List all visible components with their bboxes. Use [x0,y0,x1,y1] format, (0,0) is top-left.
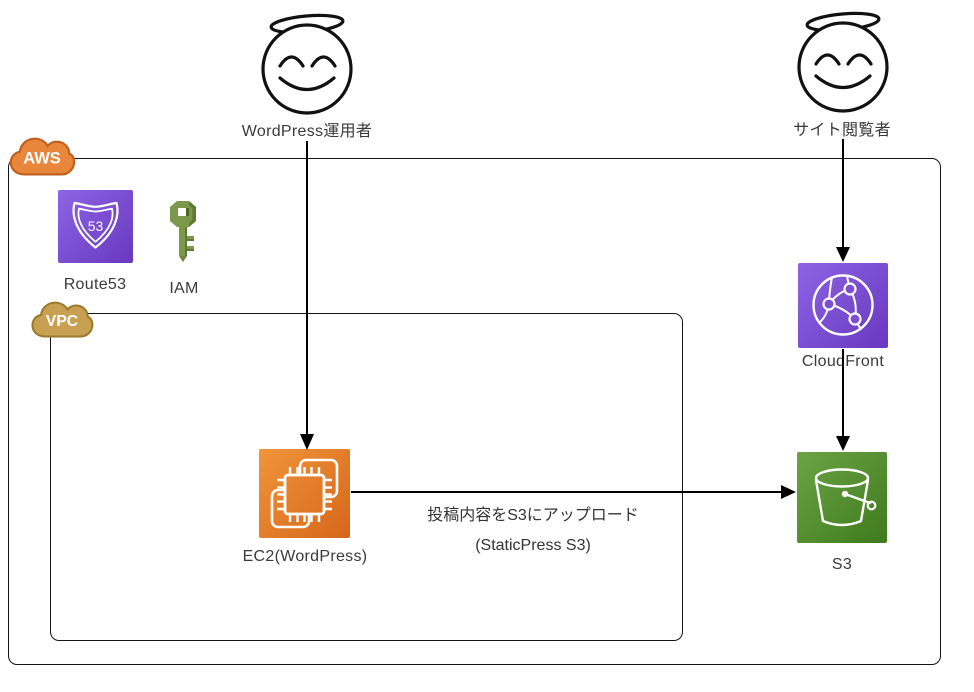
key-tooth-2 [187,246,194,251]
vpc-boundary-box [50,313,683,641]
vpc-badge-label: VPC [46,313,78,330]
route53-label: Route53 [63,276,127,293]
key-hole [178,208,186,216]
ec2-label: EC2(WordPress) [242,548,368,565]
upload-edge-label-line1: 投稿内容をS3にアップロード [427,507,639,524]
key-tooth-2-shade [187,249,194,251]
cloudfront-nodes [822,282,862,326]
face-icon [797,21,889,113]
iam-key-icon [170,201,196,262]
key-tip [179,256,187,262]
site-viewer-icon [797,11,889,113]
wordpress-operator-label: WordPress運用者 [241,123,373,140]
route53-shield-outer [72,201,119,249]
smile-icon [814,74,872,89]
cloudfront-label: CloudFront [801,353,885,370]
face-icon [261,23,353,115]
s3-label: S3 [831,556,853,573]
wordpress-operator-icon [261,13,353,115]
vpc-cloud-badge: VPC [31,301,94,338]
upload-edge-label-line2: (StaticPress S3) [475,537,591,554]
key-hole-shade [186,208,189,216]
site-viewer-label: サイト閲覧者 [793,122,891,139]
cloudfront-icon [798,263,888,348]
ec2-icon [259,449,350,538]
right-eye-icon [310,55,337,68]
s3-icon [797,452,887,543]
aws-boundary-box [8,158,941,665]
aws-cloud-badge: AWS [9,137,76,176]
route53-icon: 53 [58,190,133,263]
s3-handle-pivot [841,490,849,498]
aws-cloud-shape [9,137,76,176]
key-shaft [179,227,187,256]
s3-bucket [814,468,877,527]
route53-shield-number: 53 [88,218,104,234]
ec2-chip-body [283,473,326,516]
iam-label: IAM [169,280,199,297]
key-tooth-1-shade [187,239,194,241]
key-tooth-1 [187,236,194,241]
ec2-chip-pins [277,467,332,522]
route53-shield-inner [77,207,114,243]
right-eye-icon [846,53,873,66]
left-eye-icon [278,55,305,68]
left-eye-icon [814,53,841,66]
cloudfront-globe [812,274,874,336]
smile-icon [278,76,336,91]
aws-badge-label: AWS [23,149,61,167]
key-shaft-shade [185,227,187,256]
vpc-cloud-shape [31,301,94,338]
key-head-shade [189,201,196,227]
